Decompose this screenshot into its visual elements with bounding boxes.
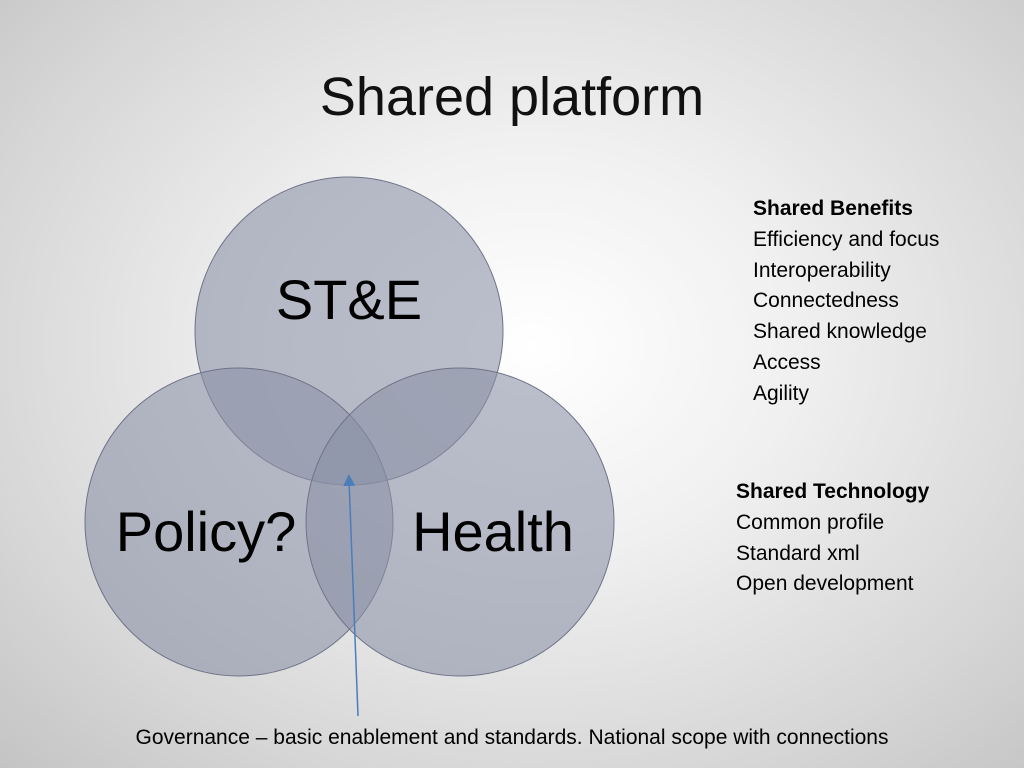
slide-title: Shared platform [319, 67, 705, 127]
governance-caption: Governance – basic enablement and standa… [135, 726, 889, 749]
label-policy: Policy? [116, 500, 297, 563]
benefit-item: Access [753, 350, 821, 374]
benefit-item: Shared knowledge [753, 320, 927, 344]
venn-circle-right [305, 367, 615, 677]
shared-technology-list: Shared Technology Common profile Standar… [736, 477, 929, 600]
benefit-item: Agility [753, 381, 810, 405]
benefit-item: Connectedness [753, 289, 899, 313]
technology-item: Common profile [736, 510, 885, 534]
shared-benefits-heading: Shared Benefits [753, 197, 913, 220]
benefit-item: Interoperability [753, 258, 891, 282]
technology-item: Standard xml [736, 541, 860, 565]
shared-technology-heading: Shared Technology [736, 480, 930, 503]
technology-item: Open development [736, 572, 914, 596]
shared-benefits-list: Shared Benefits Efficiency and focus Int… [753, 194, 939, 410]
label-ste: ST&E [276, 268, 422, 331]
governance-arrow [343, 474, 359, 717]
label-health: Health [412, 500, 574, 563]
benefit-item: Efficiency and focus [753, 227, 940, 251]
